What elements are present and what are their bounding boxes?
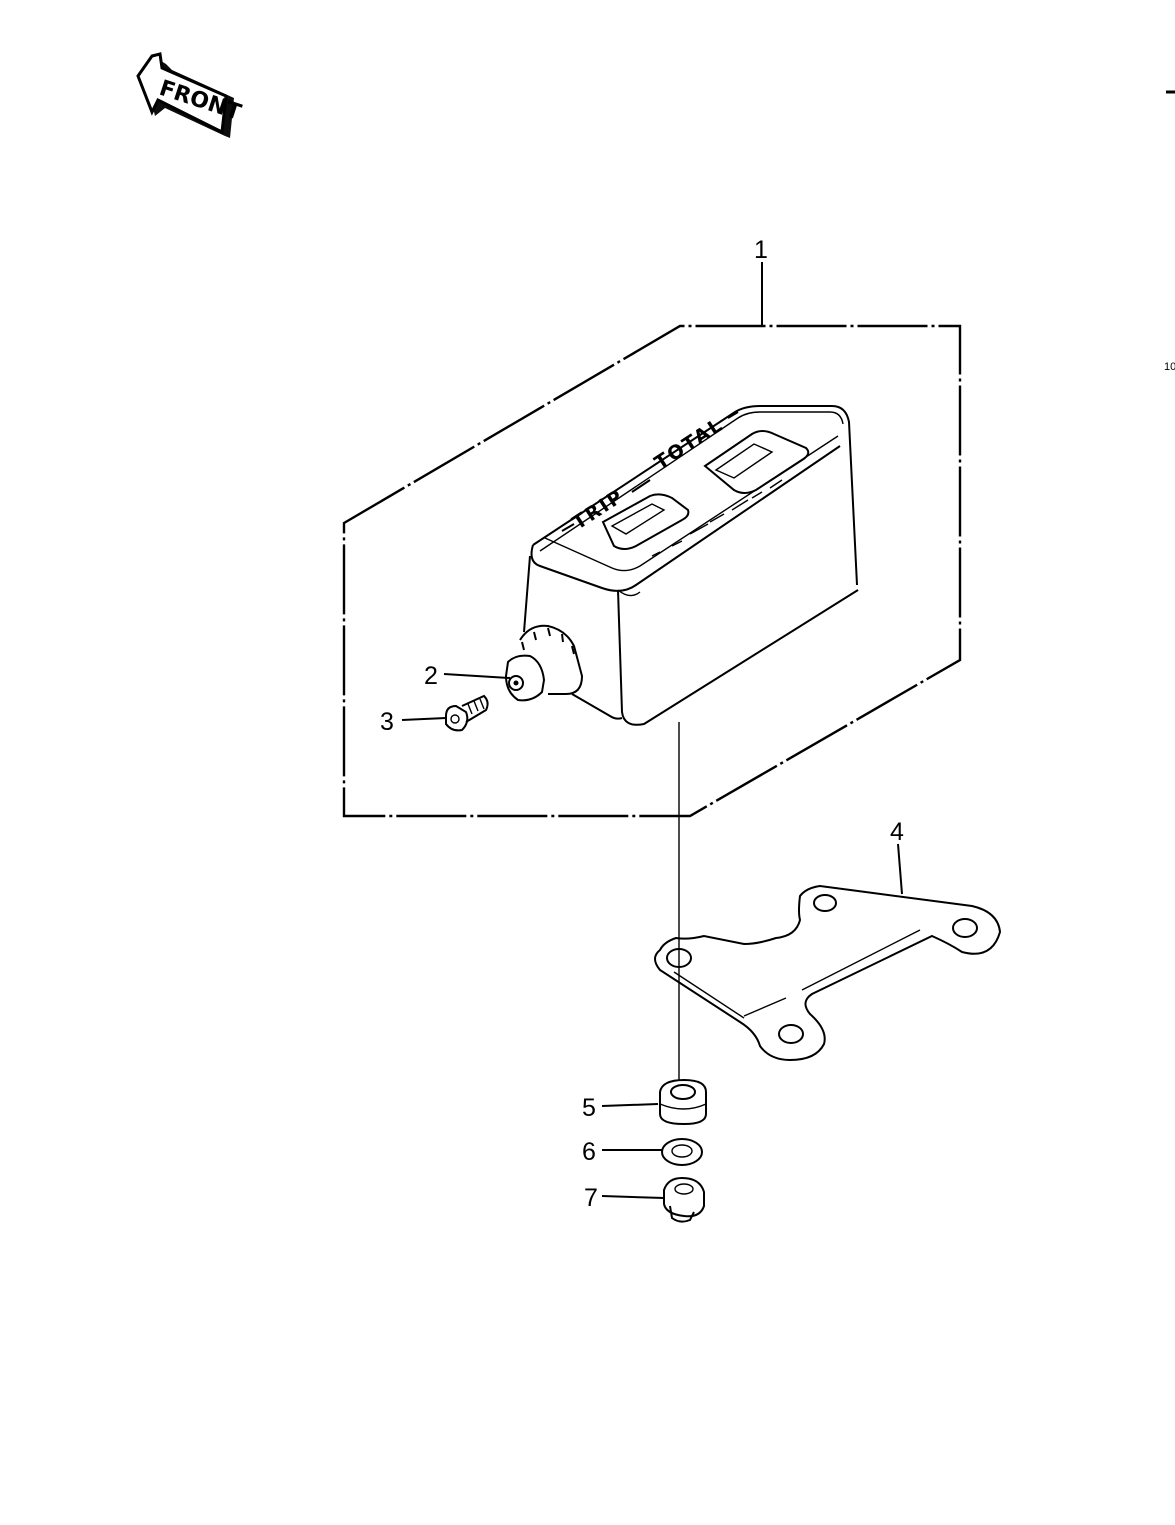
leader-5 — [601, 1103, 659, 1107]
callout-1: 1 — [754, 236, 768, 264]
callout-2: 2 — [424, 662, 438, 690]
leader-3 — [401, 717, 447, 721]
meter-body — [523, 405, 859, 726]
edge-number-mark: 10 — [1164, 361, 1175, 373]
front-arrow: FRONT — [136, 52, 244, 138]
hex-nut — [663, 1176, 705, 1223]
leader-2 — [443, 673, 511, 679]
callout-4: 4 — [890, 818, 904, 846]
callout-7: 7 — [584, 1184, 598, 1212]
screw — [445, 694, 489, 732]
meter-trip-label: TRIP — [569, 485, 628, 534]
callout-6: 6 — [582, 1138, 596, 1166]
assembly-boundary — [342, 324, 962, 818]
meter-total-label: TOTAL — [651, 414, 728, 475]
mounting-bracket — [654, 884, 1002, 1062]
rubber-grommet — [659, 1078, 707, 1126]
leader-4 — [897, 843, 903, 895]
leader-7 — [601, 1195, 665, 1199]
callout-3: 3 — [380, 708, 394, 736]
washer — [661, 1138, 703, 1166]
reset-knob — [504, 624, 584, 702]
callout-5: 5 — [582, 1094, 596, 1122]
